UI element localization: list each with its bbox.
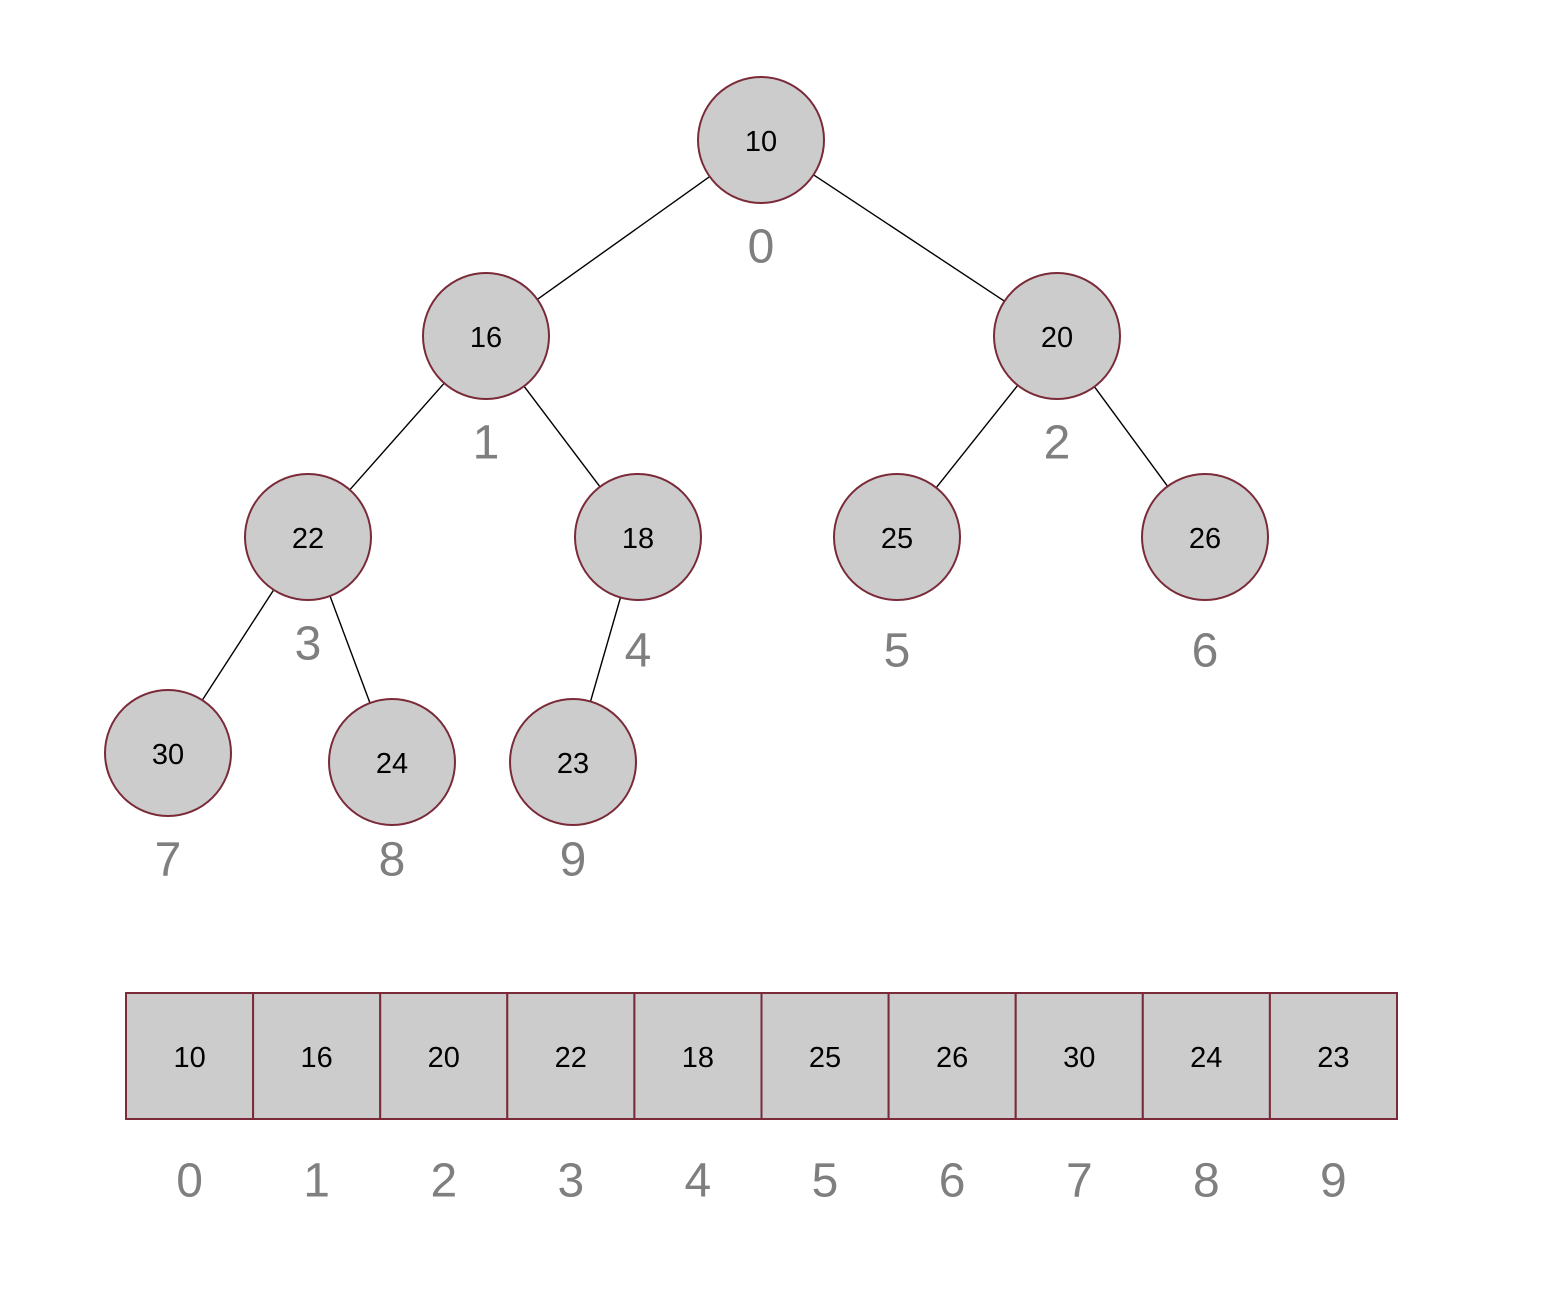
array-cell-value: 20 xyxy=(428,1042,460,1074)
tree-node-0: 10 0 xyxy=(697,76,825,274)
array-cell-3: 22 3 xyxy=(506,992,636,1208)
array-cell-0: 10 0 xyxy=(125,992,255,1208)
tree-node-5: 25 5 xyxy=(833,473,961,678)
tree-node-index: 8 xyxy=(379,834,406,887)
array-cell-2: 20 2 xyxy=(379,992,509,1208)
array-cell-5: 25 5 xyxy=(760,992,890,1208)
array-cell-box xyxy=(1014,992,1144,1120)
tree-node-8: 24 8 xyxy=(328,698,456,887)
array-cell-value: 16 xyxy=(300,1042,332,1074)
tree-node-9: 23 9 xyxy=(509,698,637,887)
tree-edge-0-2 xyxy=(813,174,1005,302)
array-cell-1: 16 1 xyxy=(252,992,382,1208)
array-cell-value: 22 xyxy=(555,1042,587,1074)
tree-edge-1-3 xyxy=(349,382,445,491)
array-cell-index: 0 xyxy=(176,1155,203,1208)
tree-node-7: 30 7 xyxy=(104,689,232,887)
tree-edge-1-4 xyxy=(523,385,601,488)
tree-node-6: 26 6 xyxy=(1141,473,1269,678)
tree-node-value: 24 xyxy=(376,748,408,780)
tree-node-circle xyxy=(104,689,232,817)
array-cell-6: 26 6 xyxy=(887,992,1017,1208)
array-cell-index: 8 xyxy=(1193,1155,1220,1208)
tree-node-3: 22 3 xyxy=(244,473,372,671)
tree-node-circle xyxy=(574,473,702,601)
array-cell-index: 5 xyxy=(812,1155,839,1208)
tree-node-value: 23 xyxy=(557,748,589,780)
tree-edge-2-5 xyxy=(935,384,1019,489)
tree-node-value: 16 xyxy=(470,322,502,354)
array-cell-index: 2 xyxy=(430,1155,457,1208)
tree-node-circle xyxy=(244,473,372,601)
array-cell-index: 7 xyxy=(1066,1155,1093,1208)
tree-node-index: 6 xyxy=(1192,625,1219,678)
array-cell-box xyxy=(1268,992,1399,1120)
tree-node-index: 9 xyxy=(560,834,587,887)
array-cell-9: 23 9 xyxy=(1268,992,1399,1208)
array-cell-index: 1 xyxy=(303,1155,330,1208)
tree-node-circle xyxy=(328,698,456,826)
tree-node-circle xyxy=(993,272,1121,400)
tree-edge-4-9 xyxy=(589,597,622,702)
array-cell-value: 23 xyxy=(1317,1042,1349,1074)
array-cell-box xyxy=(633,992,763,1120)
tree-edges xyxy=(201,174,1169,704)
tree-edge-2-6 xyxy=(1093,386,1169,487)
tree-node-index: 5 xyxy=(884,625,911,678)
array-cell-index: 9 xyxy=(1320,1155,1347,1208)
tree-node-index: 7 xyxy=(155,834,182,887)
array-cell-value: 25 xyxy=(809,1042,841,1074)
tree-node-index: 0 xyxy=(748,221,775,274)
tree-node-circle xyxy=(833,473,961,601)
tree-node-value: 26 xyxy=(1189,523,1221,555)
tree-node-value: 18 xyxy=(622,523,654,555)
tree-node-circle xyxy=(697,76,825,204)
array-cell-7: 30 7 xyxy=(1014,992,1144,1208)
tree-node-index: 4 xyxy=(625,625,652,678)
array-cell-value: 10 xyxy=(173,1042,205,1074)
tree-node-value: 30 xyxy=(152,739,184,771)
tree-node-2: 20 2 xyxy=(993,272,1121,470)
array-cell-index: 6 xyxy=(939,1155,966,1208)
array-cell-index: 4 xyxy=(685,1155,712,1208)
tree-edge-0-1 xyxy=(536,176,711,300)
array-cell-box xyxy=(379,992,509,1120)
array-cell-index: 3 xyxy=(557,1155,584,1208)
tree-node-value: 25 xyxy=(881,523,913,555)
array-cell-box xyxy=(887,992,1017,1120)
array-cell-box xyxy=(506,992,636,1120)
tree-node-value: 20 xyxy=(1041,322,1073,354)
array-cell-value: 26 xyxy=(936,1042,968,1074)
array-cell-value: 24 xyxy=(1190,1042,1222,1074)
tree-node-4: 18 4 xyxy=(574,473,702,678)
tree-node-index: 3 xyxy=(295,618,322,671)
tree-node-value: 22 xyxy=(292,523,324,555)
tree-node-value: 10 xyxy=(745,126,777,158)
tree-edge-3-8 xyxy=(329,595,371,704)
array-cell-box xyxy=(760,992,890,1120)
array-cell-8: 24 8 xyxy=(1141,992,1271,1208)
array-cell-4: 18 4 xyxy=(633,992,763,1208)
array-cell-value: 30 xyxy=(1063,1042,1095,1074)
tree-node-circle xyxy=(509,698,637,826)
tree-node-index: 1 xyxy=(473,417,500,470)
tree-node-circle xyxy=(422,272,550,400)
array-cell-value: 18 xyxy=(682,1042,714,1074)
tree-node-index: 2 xyxy=(1044,417,1071,470)
tree-node-1: 16 1 xyxy=(422,272,550,470)
tree-node-circle xyxy=(1141,473,1269,601)
tree-edge-3-7 xyxy=(201,589,275,701)
